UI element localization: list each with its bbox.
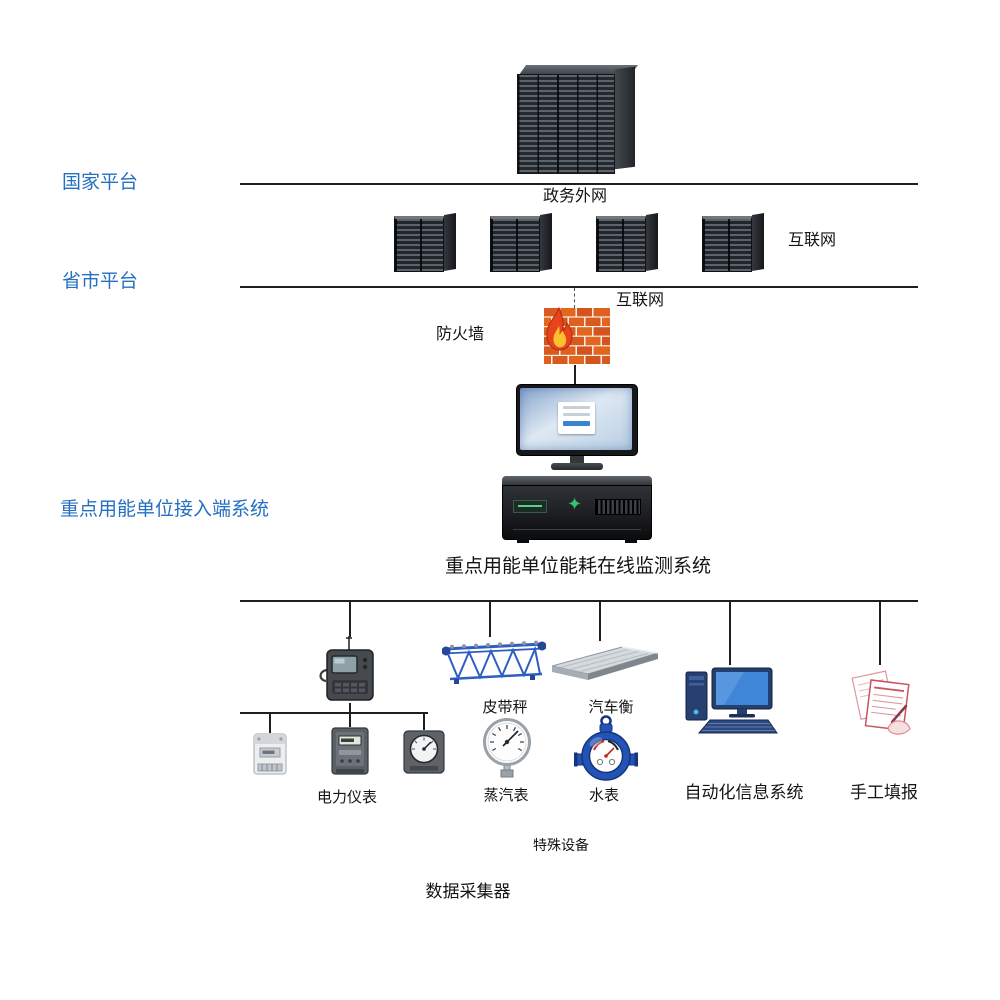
label-gov-external-network: 政务外网 [542,188,607,205]
drop-line-meter-1 [269,712,271,733]
server-tower-icon [392,210,458,274]
device-bus-line [240,600,918,602]
label-manual-reporting: 手工填报 [850,783,918,802]
label-firewall: 防火墙 [436,326,485,343]
belt-scale-icon [442,636,546,686]
label-steam-meter: 蒸汽表 [483,787,529,804]
server-tower-icon [700,210,766,274]
data-collector-icon [316,636,380,704]
drop-line-truck-scale [599,601,601,641]
truck-scale-icon [546,640,662,686]
internet-line [240,286,918,288]
monitor-login-screen [520,388,632,450]
label-national-platform: 国家平台 [62,172,139,193]
server-vent [595,499,641,515]
firewall-icon [534,306,612,366]
server-tower-icon [488,210,554,274]
label-access-terminal-system: 重点用能单位接入端系统 [60,499,270,520]
internet-to-firewall-dashed-line [574,288,575,308]
national-server-rack-icon [505,62,643,176]
power-meter-icon [400,729,448,777]
power-meter-icon [250,732,290,778]
server-logo-icon: ✦ [567,494,583,514]
drop-line-belt-scale [489,601,491,637]
drop-line-data-collector [349,601,351,637]
drop-line-meter-2 [349,712,351,727]
server-lcd-display [513,500,547,513]
manual-reporting-icon [846,666,914,740]
rack-front-face [517,74,615,174]
collector-server-icon: ✦ [502,476,652,546]
automation-computer-icon [684,666,778,738]
server-tower-icon [594,210,660,274]
login-card [558,402,595,434]
monitor-base [551,463,603,470]
water-meter-icon [574,712,638,784]
drop-line-meter-3 [423,712,425,730]
gov-network-line [240,183,918,185]
monitor-stand [570,456,584,463]
label-provincial-platform: 省市平台 [62,271,139,292]
meter-bus-line [240,712,428,714]
label-internet-upper: 互联网 [788,232,837,249]
label-monitoring-system: 重点用能单位能耗在线监测系统 [444,556,711,577]
label-special-equipment: 特殊设备 [533,837,589,853]
label-internet-lower: 互联网 [616,292,665,309]
power-meter-icon [328,726,372,778]
drop-line-manual [879,601,881,665]
firewall-to-monitor-line [574,365,576,385]
label-power-meters: 电力仪表 [316,789,377,806]
drop-line-automation [729,601,731,665]
label-water-meter: 水表 [588,787,619,804]
monitor-icon [516,384,638,472]
collector-to-meter-bus-line [349,703,351,713]
label-belt-scale: 皮带秤 [482,699,528,716]
rack-side-face [615,66,635,170]
label-automation-info-system: 自动化信息系统 [684,783,804,802]
steam-gauge-icon [480,716,534,780]
label-truck-scale: 汽车衡 [588,699,634,716]
label-data-collector: 数据采集器 [425,882,511,901]
